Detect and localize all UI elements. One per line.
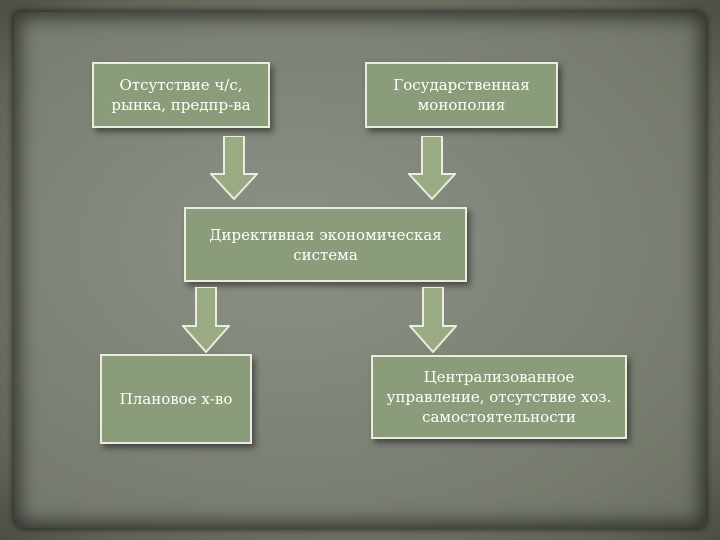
arrow-down-left-top [210,136,258,200]
box-centralized-management: Централизованное управление, отсутствие … [371,355,627,439]
box-centralized-management-label: Централизованное управление, отсутствие … [386,368,612,426]
box-planned-economy: Плановое х-во [100,354,252,444]
box-directive-system-label: Директивная экономическая система [209,225,442,264]
arrow-down-right-top [408,136,456,200]
box-state-monopoly: Государственная монополия [365,62,558,128]
box-state-monopoly-label: Государственная монополия [393,76,530,114]
arrow-down-left-bottom [182,287,230,353]
box-planned-economy-label: Плановое х-во [119,390,233,408]
box-no-market-label: Отсутствие ч/с, рынка, предпр-ва [111,76,251,114]
box-directive-system: Директивная экономическая система [184,207,467,282]
arrow-down-right-bottom [409,287,457,353]
box-no-market: Отсутствие ч/с, рынка, предпр-ва [92,62,270,128]
